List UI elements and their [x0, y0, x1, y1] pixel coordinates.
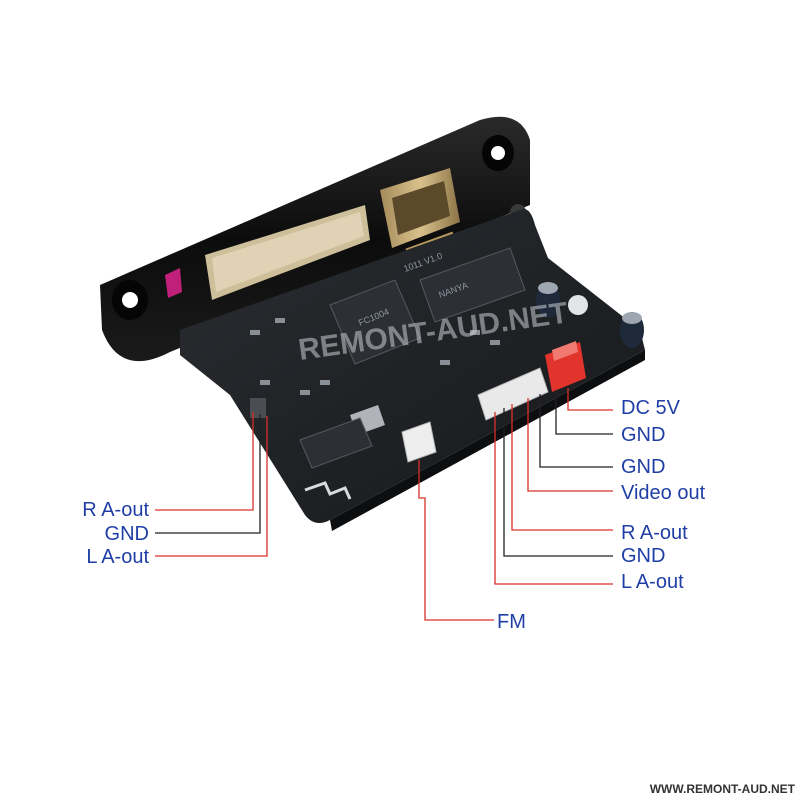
leader-video-out — [527, 398, 613, 492]
leader-gnd-right — [503, 408, 613, 557]
leader-r-aout-right — [511, 404, 613, 531]
label-gnd-left: GND — [105, 523, 149, 545]
pcb-board: FC1004 NANYA 1011 V1.0 — [180, 209, 645, 531]
leader-gnd-left — [155, 414, 261, 534]
leader-lines — [155, 388, 613, 621]
lcd-connector — [165, 205, 370, 300]
usb-port — [380, 168, 460, 255]
label-dc5v: DC 5V — [621, 397, 681, 419]
leader-r-aout-left — [155, 412, 254, 511]
label-gnd-top: GND — [621, 424, 665, 446]
label-gnd-2: GND — [621, 456, 665, 478]
label-l-aout-left: L A-out — [86, 546, 149, 568]
av-output-connector — [477, 367, 549, 421]
label-gnd-right: GND — [621, 545, 665, 567]
leader-gnd-2 — [539, 394, 613, 468]
leader-l-aout-right — [494, 412, 613, 585]
left-audio-pads — [250, 398, 266, 418]
fm-connector — [401, 421, 437, 463]
label-r-aout-left: R A-out — [82, 499, 149, 521]
leader-fm — [418, 460, 494, 621]
site-url: WWW.REMONT-AUD.NET — [650, 782, 796, 796]
label-fm: FM — [497, 611, 526, 633]
label-l-aout-right: L A-out — [621, 571, 684, 593]
leader-l-aout-left — [155, 416, 268, 557]
label-r-aout-right: R A-out — [621, 522, 688, 544]
leader-gnd-top — [555, 390, 613, 435]
leader-dc5v — [567, 388, 613, 411]
label-video-out: Video out — [621, 482, 706, 504]
